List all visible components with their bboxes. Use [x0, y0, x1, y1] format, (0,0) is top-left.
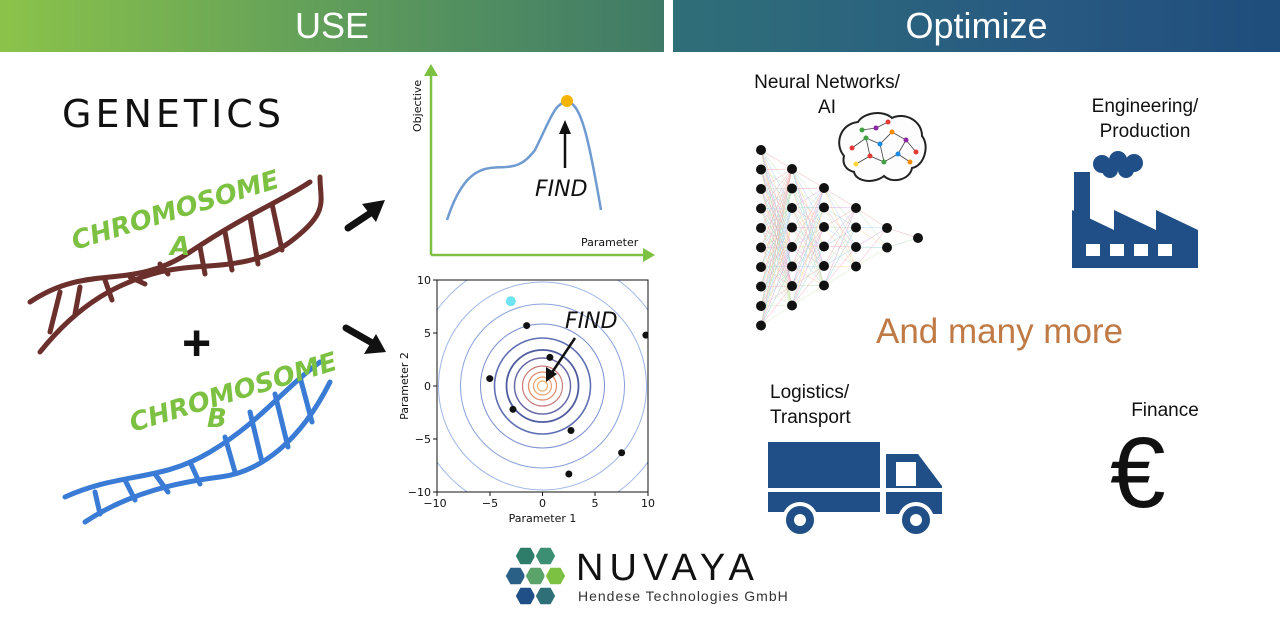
- nuvaya-logo-name: NUVAYA: [576, 547, 760, 589]
- scatter-point: [546, 353, 554, 361]
- maximum-marker: [561, 95, 573, 107]
- ytick-label: 0: [424, 380, 431, 393]
- neural-node: [851, 203, 861, 213]
- neural-node: [819, 261, 829, 271]
- nuvaya-logo-hex-icon: [504, 546, 567, 606]
- scatter-point: [565, 470, 573, 478]
- neural-networks-label: Neural Networks/ AI: [754, 72, 900, 118]
- scatter-point: [486, 375, 494, 383]
- neural-node: [756, 203, 766, 214]
- genetics-title: GENETICS: [62, 92, 285, 136]
- neural-node: [756, 164, 766, 175]
- chromosome-b-letter: B: [207, 404, 227, 434]
- scatter-point: [509, 405, 517, 413]
- neural-node: [756, 281, 766, 292]
- logistics-label: Logistics/ Transport: [770, 382, 851, 428]
- neural-node: [756, 301, 766, 311]
- blue-dna-helix-icon: [62, 359, 333, 525]
- scatter-point: [523, 322, 531, 330]
- ytick-label: 10: [417, 274, 431, 287]
- neural-node: [787, 300, 797, 311]
- neural-node: [787, 164, 797, 174]
- arrow-right-up-icon: [344, 200, 385, 232]
- scatter-point: [618, 449, 626, 457]
- use-banner-title: USE: [294, 5, 370, 46]
- contour-ylabel: Parameter 2: [398, 352, 411, 420]
- neural-node: [819, 202, 829, 213]
- xtick-label: −10: [423, 497, 446, 510]
- neural-node: [756, 242, 766, 253]
- neural-node: [756, 223, 766, 233]
- objective-xlabel: Parameter: [581, 236, 639, 249]
- neural-node: [819, 222, 829, 232]
- dna-illustration: [27, 174, 386, 525]
- neural-node: [787, 261, 797, 272]
- nuvaya-logo-subtitle: Hendese Technologies GmbH: [578, 588, 789, 604]
- find-arrow-icon: [546, 337, 577, 382]
- neural-node: [756, 184, 766, 194]
- neural-node: [756, 262, 766, 272]
- neural-node: [756, 145, 766, 155]
- use-banner: USE: [0, 0, 664, 52]
- neural-network-icon: [756, 145, 923, 331]
- neural-node: [787, 222, 797, 233]
- scatter-point: [642, 331, 648, 339]
- objective-ylabel: Objective: [411, 80, 424, 132]
- neural-node: [819, 280, 829, 291]
- plus-sign: +: [182, 315, 212, 371]
- scatter-point: [567, 427, 575, 435]
- objective-plot: FIND Objective Parameter: [411, 64, 655, 262]
- xtick-label: 0: [539, 497, 546, 510]
- neural-node: [819, 183, 829, 193]
- ytick-label: −5: [415, 433, 431, 446]
- contour-scatter-plot: −10 −5 0 5 10 10 5 0 −5 −10 Parameter 1 …: [398, 274, 655, 525]
- scatter-point: [505, 296, 516, 307]
- neural-node: [787, 281, 797, 291]
- contour-find-annotation: FIND: [565, 309, 618, 334]
- neural-node: [882, 223, 892, 233]
- objective-curve: [445, 100, 603, 221]
- neural-node: [756, 320, 766, 331]
- engineering-label: Engineering/ Production: [1091, 96, 1199, 142]
- chromosome-a-letter: A: [170, 232, 191, 262]
- brown-dna-helix-icon: [27, 174, 324, 355]
- scatter-points: [486, 296, 648, 478]
- neural-node: [787, 242, 797, 252]
- neural-node: [913, 233, 923, 243]
- euro-icon: €: [1110, 417, 1166, 529]
- optimize-banner-title: Optimize: [905, 5, 1048, 46]
- neural-node: [819, 241, 829, 252]
- optimize-banner: Optimize: [673, 0, 1280, 52]
- neural-node: [787, 203, 797, 213]
- contour-xlabel: Parameter 1: [509, 512, 577, 525]
- brain-icon: [838, 112, 927, 182]
- finance-label: Finance: [1131, 400, 1199, 421]
- ytick-label: −10: [408, 486, 431, 499]
- factory-icon: [1072, 151, 1198, 268]
- and-many-more-text: And many more: [876, 312, 1124, 351]
- xtick-label: 5: [592, 497, 599, 510]
- neural-node: [851, 242, 861, 252]
- xtick-label: 10: [641, 497, 655, 510]
- xtick-label: −5: [482, 497, 498, 510]
- neural-node: [851, 222, 861, 233]
- truck-icon: [766, 442, 944, 538]
- arrow-right-down-icon: [342, 324, 386, 354]
- neural-node: [851, 261, 861, 272]
- neural-node: [882, 242, 892, 253]
- objective-find-annotation: FIND: [535, 177, 588, 202]
- ytick-label: 5: [424, 327, 431, 340]
- neural-node: [787, 183, 797, 194]
